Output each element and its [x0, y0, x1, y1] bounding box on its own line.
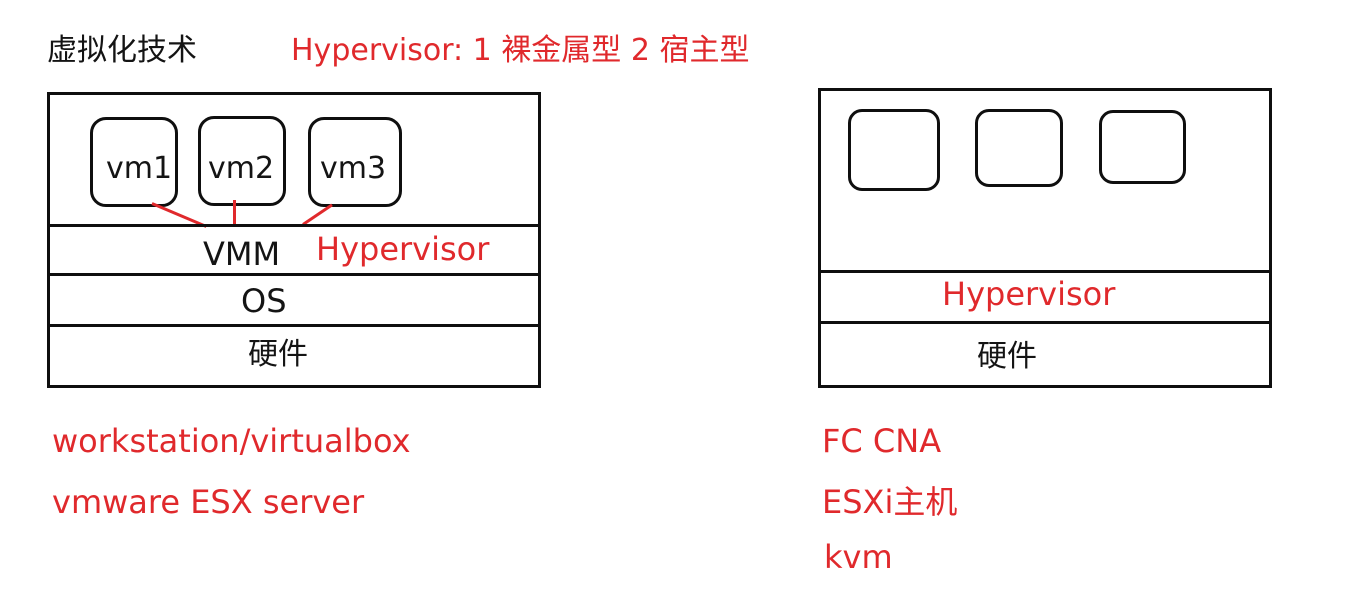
os-label: OS [241, 282, 287, 320]
bare-metal-example-2: ESXi主机 [822, 483, 958, 521]
bare-metal-hypervisor-label: Hypervisor [942, 275, 1116, 313]
bare-metal-example-1: FC CNA [822, 422, 942, 460]
hosted-example-1: workstation/virtualbox [52, 422, 411, 460]
bare-metal-vm-box-2 [975, 109, 1063, 187]
diagram-title: 虚拟化技术 [47, 33, 197, 68]
hypervisor-types-heading: Hypervisor: 1 裸金属型 2 宿主型 [291, 33, 750, 68]
bare-metal-vm-box-1 [848, 109, 940, 191]
vm-box-3 [308, 117, 402, 207]
hosted-example-2: vmware ESX server [52, 483, 365, 521]
vm2-vmm-connector [233, 200, 236, 226]
bare-metal-vm-box-3 [1099, 110, 1186, 184]
vm-box-2 [198, 116, 286, 206]
vm-box-1 [90, 117, 178, 207]
bare-metal-example-3: kvm [824, 538, 893, 576]
os-layer [47, 273, 541, 327]
vmm-label: VMM [203, 235, 281, 273]
vm-label-2: vm2 [208, 151, 275, 186]
host-hardware-label: 硬件 [248, 337, 308, 372]
bare-metal-outer-frame [818, 88, 1272, 388]
bare-metal-hardware-label: 硬件 [977, 339, 1037, 374]
vm-label-1: vm1 [106, 151, 173, 186]
bare-metal-hypervisor-layer [818, 270, 1272, 324]
hosted-hypervisor-label: Hypervisor [316, 230, 490, 268]
vm-label-3: vm3 [320, 151, 387, 186]
